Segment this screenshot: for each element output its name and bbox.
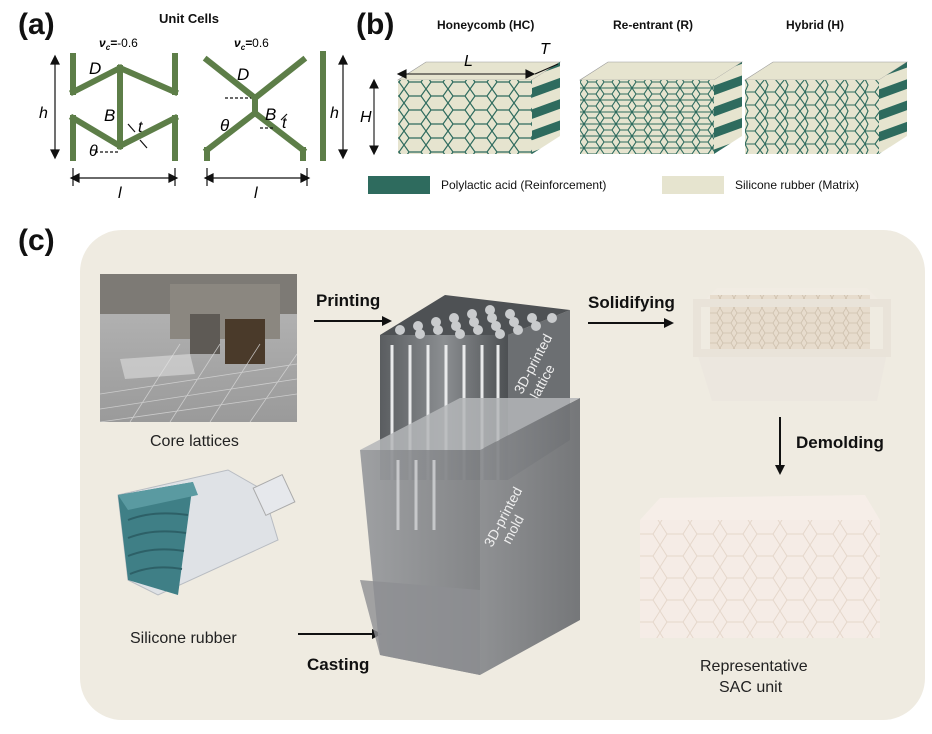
dim-H: H bbox=[360, 109, 372, 126]
reentrant-cell bbox=[68, 53, 180, 161]
svg-text:νc=-0.6: νc=-0.6 bbox=[99, 36, 138, 52]
unit-cells-title: Unit Cells bbox=[159, 11, 219, 26]
dim-L: L bbox=[464, 53, 473, 70]
block-title-h: Hybrid (H) bbox=[786, 18, 844, 32]
block-title-r: Re-entrant (R) bbox=[613, 18, 693, 32]
legend-label-pla: Polylactic acid (Reinforcement) bbox=[441, 178, 607, 192]
svg-text:νc=0.6: νc=0.6 bbox=[234, 36, 269, 52]
left-theta-label: θ bbox=[89, 143, 98, 160]
arrow-solidifying bbox=[588, 318, 674, 328]
right-nu-value: 0.6 bbox=[252, 36, 269, 50]
silicone-rubber-caption: Silicone rubber bbox=[130, 630, 237, 647]
left-D-label: D bbox=[89, 59, 101, 78]
dim-T: T bbox=[540, 41, 551, 58]
left-h-label: h bbox=[39, 105, 48, 122]
mold-box bbox=[360, 398, 580, 675]
right-h-label: h bbox=[330, 105, 339, 122]
lattice-blocks: L T H bbox=[360, 41, 909, 156]
honeycomb-block bbox=[396, 61, 562, 154]
panel-a-label: (a) bbox=[18, 8, 55, 41]
unit-cells-diagram: h D B t θ l νc=-0.6 D B t θ h l νc=0.6 bbox=[39, 36, 348, 202]
left-nu-value: -0.6 bbox=[117, 36, 138, 50]
legend-label-matrix: Silicone rubber (Matrix) bbox=[735, 178, 860, 192]
left-t-label: t bbox=[138, 119, 143, 136]
panel-c-label: (c) bbox=[18, 224, 55, 257]
solidified-block-image bbox=[693, 288, 891, 401]
panel-b-label: (b) bbox=[356, 8, 395, 41]
sac-caption-line2: SAC unit bbox=[719, 679, 783, 696]
core-lattices-photo bbox=[100, 274, 297, 422]
legend-swatch-pla bbox=[368, 176, 430, 194]
sac-unit-image bbox=[640, 495, 880, 638]
left-B-label: B bbox=[104, 106, 115, 125]
honeycomb-cell bbox=[202, 51, 326, 161]
right-B-label: B bbox=[265, 105, 276, 124]
core-lattices-caption: Core lattices bbox=[150, 433, 239, 450]
right-l-label: l bbox=[254, 185, 258, 202]
step-demolding: Demolding bbox=[796, 433, 884, 452]
step-printing: Printing bbox=[316, 291, 381, 310]
right-D-label: D bbox=[237, 65, 249, 84]
right-theta-label: θ bbox=[220, 116, 230, 135]
legend-swatch-matrix bbox=[662, 176, 724, 194]
hybrid-block bbox=[743, 61, 909, 154]
reentrant-block bbox=[578, 61, 744, 154]
printed-mold-and-lattice: 3D-printed lattice 3D-printed mold bbox=[360, 295, 580, 675]
step-solidifying: Solidifying bbox=[588, 293, 675, 312]
silicone-rubber-image bbox=[117, 469, 296, 596]
block-title-hc: Honeycomb (HC) bbox=[437, 18, 535, 32]
sac-caption-line1: Representative bbox=[700, 658, 808, 675]
right-t-label: t bbox=[282, 115, 287, 132]
arrow-printing bbox=[314, 316, 392, 326]
arrow-demolding bbox=[775, 417, 785, 475]
step-casting: Casting bbox=[307, 655, 370, 674]
left-l-label: l bbox=[118, 185, 122, 202]
